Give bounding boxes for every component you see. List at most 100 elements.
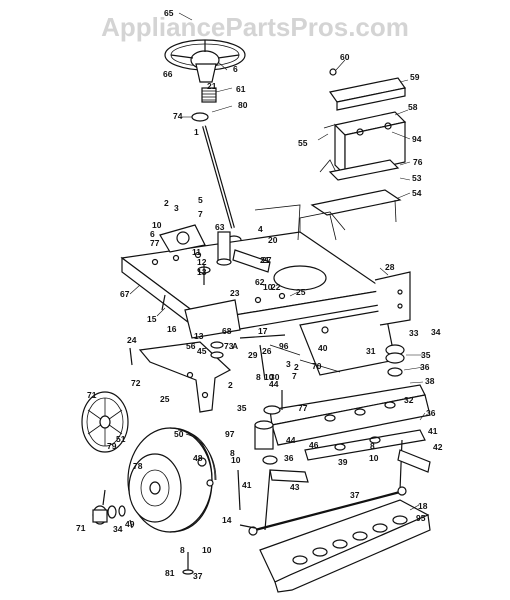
part-number-label: 8: [370, 441, 375, 451]
part-number-label: 25: [160, 394, 170, 404]
part-number-label: 10: [264, 372, 274, 382]
part-number-label: 41: [428, 426, 438, 436]
part-number-label: 25: [296, 287, 306, 297]
part-number-label: 41: [242, 480, 252, 490]
part-number-label: 54: [412, 188, 422, 198]
part-number-label: 38: [425, 376, 435, 386]
part-number-label: 71: [87, 390, 97, 400]
part-number-label: 60: [340, 52, 350, 62]
part-number-label: 73: [224, 341, 234, 351]
part-number-label: 97: [225, 429, 235, 439]
part-number-label: 2: [228, 380, 233, 390]
part-number-label: 66: [163, 69, 173, 79]
part-number-label: 30: [270, 372, 280, 382]
part-number-label: 79: [107, 441, 117, 451]
part-number-label: 21: [260, 255, 270, 265]
part-number-label: 10: [369, 453, 379, 463]
part-number-label: 95: [416, 513, 426, 523]
part-number-label: 42: [433, 442, 443, 452]
front-wheel: [127, 427, 217, 533]
part-number-label: 10: [152, 220, 162, 230]
chassis-frame: [120, 204, 411, 376]
part-number-label: 37: [350, 490, 360, 500]
part-number-label: 14: [222, 515, 232, 525]
part-number-label: 26: [262, 346, 272, 356]
part-number-label: 18: [418, 501, 428, 511]
part-number-label: 96: [279, 341, 289, 351]
part-number-label: 13: [197, 267, 207, 277]
part-number-label: 2: [164, 198, 169, 208]
part-number-label: 8: [180, 545, 185, 555]
part-number-label: 81: [165, 568, 175, 578]
part-number-label: 44: [269, 379, 279, 389]
steering-gear: [159, 224, 271, 285]
part-number-label: 10: [202, 545, 212, 555]
part-number-label: 21: [207, 81, 217, 91]
part-number-label: 72: [131, 378, 141, 388]
part-number-label: A: [232, 341, 238, 351]
part-number-label: 32: [404, 395, 414, 405]
part-number-label: 7: [198, 209, 203, 219]
part-number-label: 16: [167, 324, 177, 334]
leader-lines: [129, 12, 426, 511]
battery-assembly: [310, 68, 407, 241]
part-number-label: 61: [236, 84, 246, 94]
wheel-fasteners: [92, 489, 194, 575]
part-number-label: 62: [255, 277, 265, 287]
part-number-label: 33: [409, 328, 419, 338]
part-number-label: 2: [294, 362, 299, 372]
part-number-label: 6: [233, 64, 238, 74]
part-number-label: 8: [256, 372, 261, 382]
hubcap: [81, 391, 129, 453]
part-number-label: 65: [164, 8, 174, 18]
part-number-label: 35: [237, 403, 247, 413]
part-number-label: 46: [309, 440, 319, 450]
part-number-label: 55: [298, 138, 308, 148]
part-number-label: 10: [231, 455, 241, 465]
part-number-label: 76: [413, 157, 423, 167]
part-number-label: 49: [125, 519, 135, 529]
part-number-label: 36: [426, 408, 436, 418]
part-number-label: 53: [412, 173, 422, 183]
part-number-label: 70: [312, 361, 322, 371]
part-number-label: 29: [248, 350, 258, 360]
part-number-label: 77: [150, 238, 160, 248]
spindles: [237, 439, 431, 531]
part-number-label: 39: [338, 457, 348, 467]
part-number-label: 34: [113, 524, 123, 534]
part-number-label: 48: [193, 453, 203, 463]
part-number-label: 35: [421, 350, 431, 360]
part-number-label: 78: [133, 461, 143, 471]
part-number-label: 63: [215, 222, 225, 232]
part-number-label: 58: [408, 102, 418, 112]
part-number-label: 77: [298, 403, 308, 413]
part-number-label: 17: [258, 326, 268, 336]
part-number-label: 67: [120, 289, 130, 299]
part-number-label: 22: [271, 282, 281, 292]
part-number-label: 74: [173, 111, 183, 121]
part-number-label: 15: [147, 314, 157, 324]
part-number-label: 94: [412, 134, 422, 144]
part-number-label: 3: [286, 359, 291, 369]
part-number-label: 1: [194, 127, 199, 137]
part-number-label: 59: [410, 72, 420, 82]
steering-wheel: [164, 39, 246, 83]
part-number-label: 27: [262, 255, 272, 265]
part-number-label: 24: [127, 335, 137, 345]
part-number-label: 11: [192, 247, 201, 257]
part-number-label: 43: [290, 482, 300, 492]
part-number-label: 20: [268, 235, 278, 245]
part-number-label: 44: [286, 435, 296, 445]
part-number-label: 28: [385, 262, 395, 272]
part-number-label: 71: [76, 523, 86, 533]
part-number-label: 4: [258, 224, 263, 234]
part-number-label: 31: [366, 346, 376, 356]
part-number-label: 8: [230, 448, 235, 458]
part-number-label: 50: [174, 429, 184, 439]
part-number-label: 10: [263, 282, 273, 292]
part-number-label: 13: [194, 331, 204, 341]
part-number-label: 36: [420, 362, 430, 372]
tie-rod: [239, 486, 407, 536]
